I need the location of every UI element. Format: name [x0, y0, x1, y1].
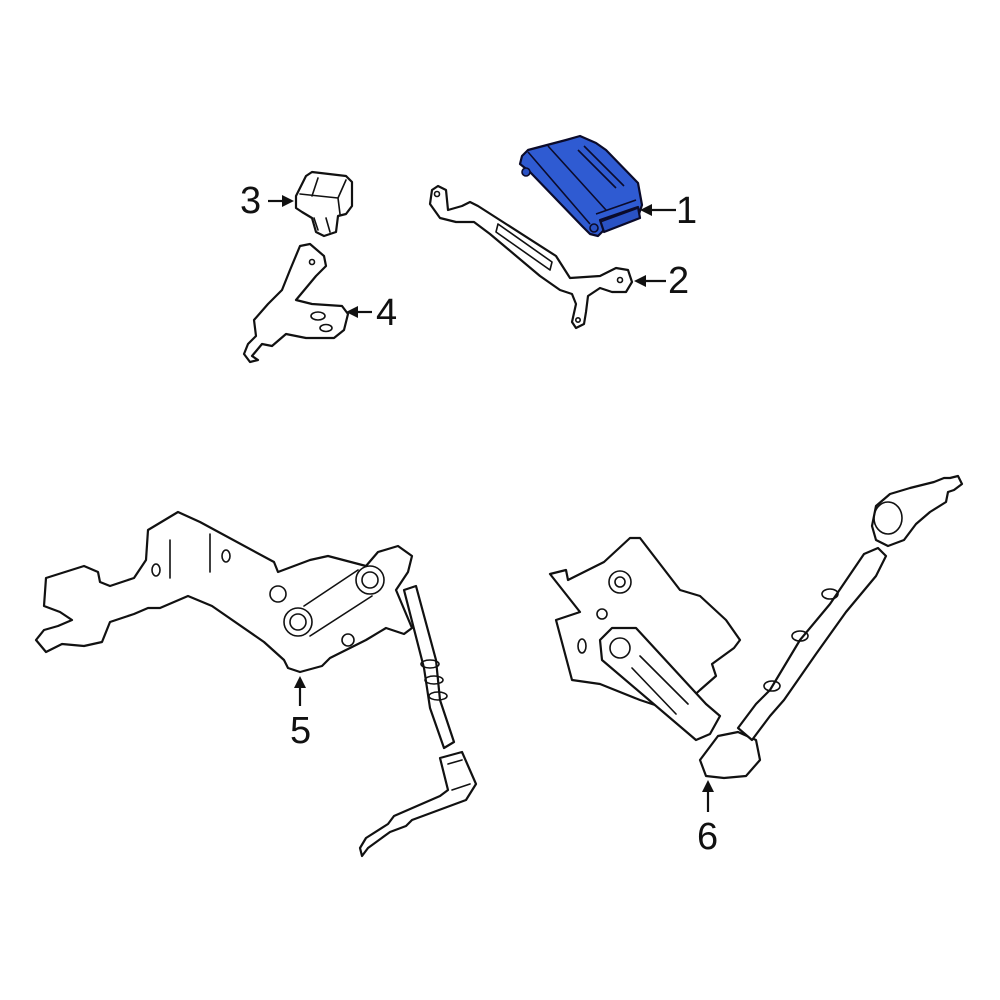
part-3-connector[interactable]: [294, 170, 354, 238]
part-6-rear-height-sensor[interactable]: [548, 474, 964, 780]
part-5-front-height-sensor[interactable]: [34, 510, 478, 858]
part-1-control-module[interactable]: [518, 134, 644, 238]
callout-3[interactable]: 3: [240, 180, 262, 222]
callout-2[interactable]: 2: [668, 260, 690, 302]
part-4-connector-bracket[interactable]: [242, 242, 350, 364]
callout-arrows: [268, 195, 714, 812]
callout-1[interactable]: 1: [676, 190, 698, 232]
callout-5[interactable]: 5: [290, 710, 312, 752]
part-2-module-bracket[interactable]: [428, 184, 634, 330]
callout-4[interactable]: 4: [376, 292, 398, 334]
callout-6[interactable]: 6: [697, 816, 719, 858]
